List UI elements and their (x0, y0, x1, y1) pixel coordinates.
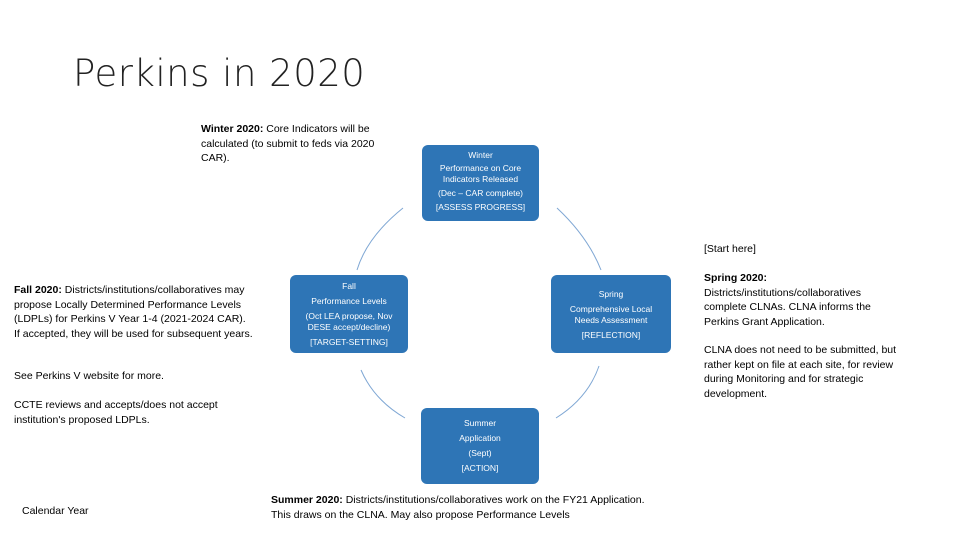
summer-box-subtitle: Application (459, 433, 501, 443)
summer-box-label: Summer (463, 418, 497, 428)
connector-winter-fall (356, 207, 404, 271)
summer-note-term: Summer 2020: (271, 494, 343, 506)
fall-note-text: Districts/institutions/collaboratives ma… (14, 284, 253, 340)
calendar-year-label: Calendar Year (22, 505, 89, 517)
spring-note-text: Districts/institutions/collaboratives co… (704, 286, 871, 328)
winter-note-text: Core Indicators will be calculated (to s… (201, 123, 375, 165)
fall-box-label: Fall (342, 281, 356, 291)
summer-note: Summer 2020: Districts/institutions/coll… (271, 493, 656, 522)
winter-box-detail: (Dec – CAR complete) (437, 188, 524, 198)
connector-winter-spring (556, 207, 602, 271)
connector-spring-summer (555, 365, 600, 419)
summer-note-text: Districts/institutions/collaboratives wo… (271, 494, 645, 521)
spring-note: Spring 2020: Districts/institutions/coll… (704, 271, 904, 329)
winter-box: Winter Performance on Core Indicators Re… (422, 145, 539, 221)
fall-box-detail: (Oct LEA propose, Nov DESE accept/declin… (305, 311, 393, 332)
fall-note: Fall 2020: Districts/institutions/collab… (14, 283, 254, 341)
summer-box-phase: [ACTION] (461, 463, 499, 473)
fall-more-note: See Perkins V website for more. (14, 370, 164, 382)
fall-box-phase: [TARGET-SETTING] (310, 337, 388, 347)
winter-box-label: Winter (468, 150, 493, 160)
spring-box-phase: [REFLECTION] (581, 330, 641, 340)
fall-box: Fall Performance Levels (Oct LEA propose… (290, 275, 408, 353)
summer-box-detail: (Sept) (468, 448, 492, 458)
winter-note-term: Winter 2020: (201, 123, 264, 135)
start-here-label: [Start here] (704, 243, 756, 255)
winter-box-subtitle: Performance on Core Indicators Released (439, 163, 522, 184)
fall-note-term: Fall 2020: (14, 284, 62, 296)
connector-fall-summer (360, 369, 406, 419)
spring-note-term: Spring 2020: (704, 272, 768, 284)
winter-box-phase: [ASSESS PROGRESS] (435, 202, 526, 212)
spring-box: Spring Comprehensive Local Needs Assessm… (551, 275, 671, 353)
slide-title: Perkins in 2020 (73, 52, 366, 95)
spring-box-label: Spring (598, 289, 624, 299)
spring-box-subtitle: Comprehensive Local Needs Assessment (569, 304, 653, 325)
ccte-note: CCTE reviews and accepts/does not accept… (14, 399, 218, 426)
winter-note: Winter 2020: Core Indicators will be cal… (201, 122, 396, 166)
spring-more-note: CLNA does not need to be submitted, but … (704, 344, 897, 400)
fall-box-subtitle: Performance Levels (311, 296, 387, 306)
summer-box: Summer Application (Sept) [ACTION] (421, 408, 539, 484)
